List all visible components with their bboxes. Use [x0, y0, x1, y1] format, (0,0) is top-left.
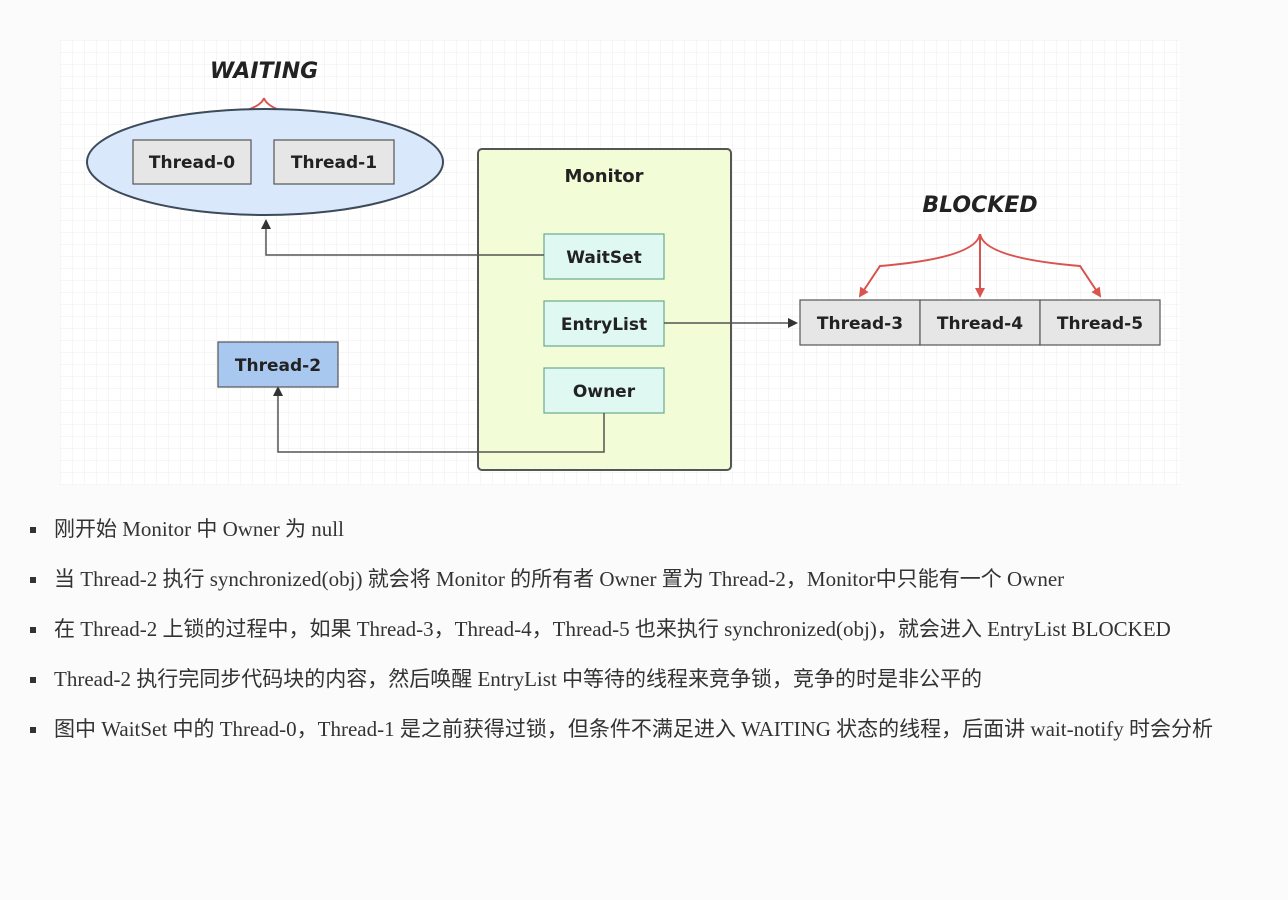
thread-4-box: Thread-4	[919, 299, 1041, 346]
monitor-diagram: WAITING Thread-0 Thread-1 Monitor WaitSe…	[60, 40, 1180, 485]
thread-0-box: Thread-0	[132, 139, 252, 185]
note-item: Thread-2 执行完同步代码块的内容，然后唤醒 EntryList 中等待的…	[30, 660, 1250, 699]
thread-2-box: Thread-2	[217, 341, 339, 388]
note-item: 当 Thread-2 执行 synchronized(obj) 就会将 Moni…	[30, 560, 1250, 599]
thread-5-label: Thread-5	[1057, 314, 1143, 334]
waitset-ellipse	[86, 108, 444, 216]
thread-2-label: Thread-2	[235, 356, 321, 376]
note-item: 在 Thread-2 上锁的过程中，如果 Thread-3，Thread-4，T…	[30, 610, 1250, 649]
thread-1-box: Thread-1	[273, 139, 395, 185]
owner-slot: Owner	[543, 367, 665, 414]
entrylist-label: EntryList	[561, 315, 647, 335]
thread-3-label: Thread-3	[817, 314, 903, 334]
entrylist-slot: EntryList	[543, 300, 665, 347]
waitset-label: WaitSet	[566, 248, 641, 268]
blocked-arrow-left	[858, 233, 981, 298]
note-item: 刚开始 Monitor 中 Owner 为 null	[30, 510, 1250, 549]
diagram-canvas: WAITING Thread-0 Thread-1 Monitor WaitSe…	[60, 40, 1180, 485]
thread-4-label: Thread-4	[937, 314, 1023, 334]
thread-3-box: Thread-3	[799, 299, 921, 346]
waitset-connector	[261, 219, 544, 256]
thread-1-label: Thread-1	[291, 153, 377, 173]
waitset-slot: WaitSet	[543, 233, 665, 280]
blocked-arrow-right	[979, 233, 1102, 298]
notes-list: 刚开始 Monitor 中 Owner 为 null 当 Thread-2 执行…	[30, 510, 1250, 760]
thread-5-box: Thread-5	[1039, 299, 1161, 346]
waiting-label: WAITING	[210, 59, 318, 84]
owner-label: Owner	[573, 382, 636, 402]
owner-connector	[273, 386, 605, 453]
blocked-label: BLOCKED	[922, 193, 1037, 218]
note-item: 图中 WaitSet 中的 Thread-0，Thread-1 是之前获得过锁，…	[30, 710, 1250, 749]
monitor-title: Monitor	[564, 166, 643, 187]
thread-0-label: Thread-0	[149, 153, 235, 173]
